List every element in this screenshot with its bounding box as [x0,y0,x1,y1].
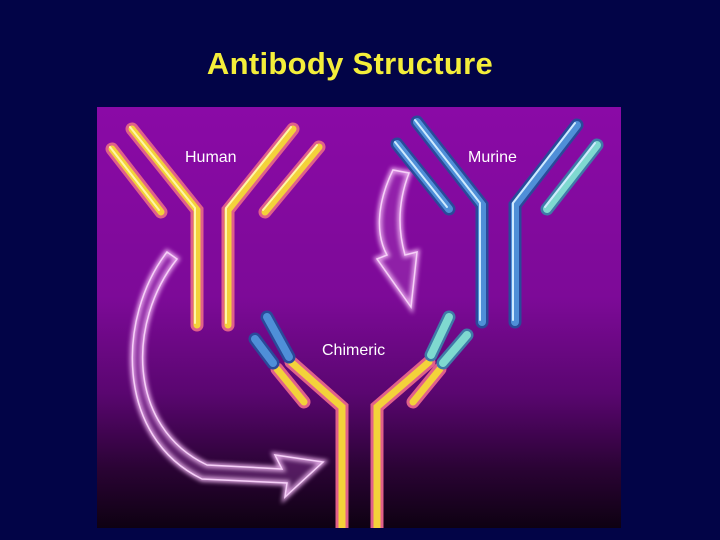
slide-title: Antibody Structure [206,46,494,81]
curved-arrow-human-to-chimeric [129,248,329,504]
chimeric-antibody [248,310,474,528]
human-antibody [105,122,326,332]
label-human: Human [185,149,237,166]
diagram-panel: Human Murine Chimeric [97,107,621,528]
antibody-diagram [105,115,604,528]
curved-arrow-murine-to-chimeric [373,167,420,314]
label-murine: Murine [468,149,517,166]
label-chimeric: Chimeric [322,342,386,359]
murine-antibody [390,115,604,329]
